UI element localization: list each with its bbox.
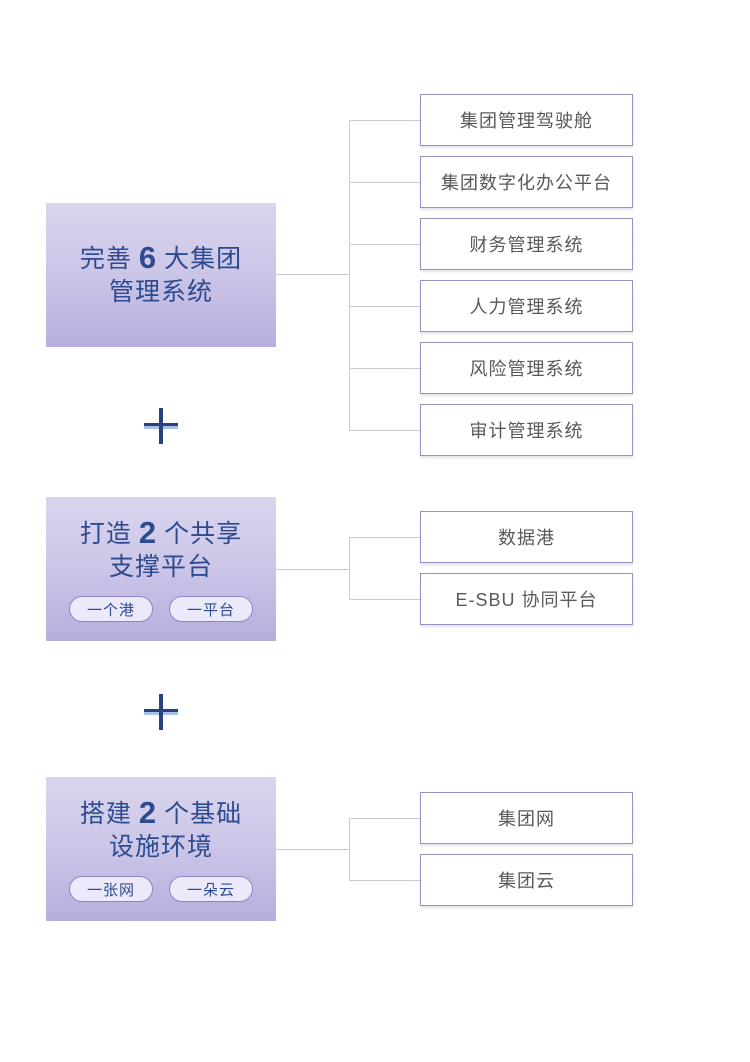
connector-line bbox=[349, 244, 420, 245]
title-text: 个共享 bbox=[164, 520, 243, 548]
child-node-digital-office: 集团数字化办公平台 bbox=[420, 156, 633, 208]
child-node-esbu-collaboration: E-SBU 协同平台 bbox=[420, 573, 633, 625]
plus-icon bbox=[144, 694, 178, 730]
child-node-data-port: 数据港 bbox=[420, 511, 633, 563]
connector-line bbox=[349, 120, 420, 121]
plus-vertical-bar bbox=[159, 408, 163, 444]
connector-line bbox=[349, 368, 420, 369]
connector-line bbox=[349, 120, 350, 430]
title-text: 完善 bbox=[79, 245, 132, 273]
child-node-group-network: 集团网 bbox=[420, 792, 633, 844]
title-number: 2 bbox=[138, 795, 158, 830]
plus-vertical-bar bbox=[159, 694, 163, 730]
child-node-audit-system: 审计管理系统 bbox=[420, 404, 633, 456]
title-text: 大集团 bbox=[164, 245, 243, 273]
badge-pill-one-cloud: 一朵云 bbox=[169, 876, 253, 902]
badge-row: 一个港 一平台 bbox=[61, 596, 261, 622]
badge-pill-one-network: 一张网 bbox=[69, 876, 153, 902]
title-line-2: 管理系统 bbox=[108, 278, 213, 306]
title-number: 2 bbox=[138, 515, 158, 550]
connector-line bbox=[349, 818, 350, 880]
connector-line bbox=[349, 537, 350, 599]
child-node-finance-system: 财务管理系统 bbox=[420, 218, 633, 270]
title-text: 个基础 bbox=[164, 800, 243, 828]
connector-line bbox=[349, 880, 420, 881]
connector-line bbox=[349, 182, 420, 183]
title-text: 搭建 bbox=[79, 800, 132, 828]
title-text: 打造 bbox=[79, 520, 132, 548]
title-line-2: 设施环境 bbox=[108, 833, 213, 861]
title-number: 6 bbox=[138, 240, 158, 275]
connector-line bbox=[276, 274, 349, 275]
connector-line bbox=[349, 599, 420, 600]
badge-pill-one-port: 一个港 bbox=[69, 596, 153, 622]
title-line-2: 支撑平台 bbox=[108, 553, 213, 581]
child-node-hr-system: 人力管理系统 bbox=[420, 280, 633, 332]
badge-pill-one-platform: 一平台 bbox=[169, 596, 253, 622]
child-node-group-cloud: 集团云 bbox=[420, 854, 633, 906]
connector-line bbox=[349, 430, 420, 431]
connector-line bbox=[349, 818, 420, 819]
connector-line bbox=[349, 537, 420, 538]
child-node-risk-system: 风险管理系统 bbox=[420, 342, 633, 394]
badge-row: 一张网 一朵云 bbox=[61, 876, 261, 902]
plus-icon bbox=[144, 408, 178, 444]
connector-line bbox=[349, 306, 420, 307]
connector-line bbox=[276, 849, 349, 850]
child-node-group-cockpit: 集团管理驾驶舱 bbox=[420, 94, 633, 146]
connector-line bbox=[276, 569, 349, 570]
